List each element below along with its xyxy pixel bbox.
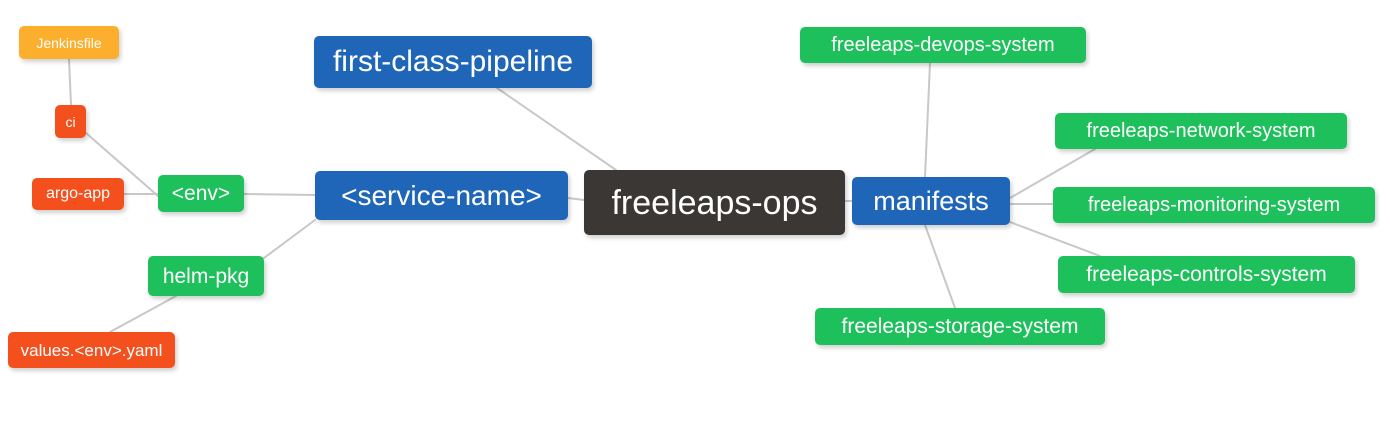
- mindmap-node-freeleaps-controls-system[interactable]: freeleaps-controls-system: [1058, 256, 1355, 293]
- mindmap-node-label: freeleaps-devops-system: [831, 34, 1055, 56]
- mindmap-node-ci[interactable]: ci: [55, 105, 86, 138]
- edge-manifests-to-freeleaps-storage-system: [924, 224, 956, 309]
- mindmap-node-helm-pkg[interactable]: helm-pkg: [148, 256, 264, 296]
- mindmap-node-label: <env>: [171, 182, 231, 205]
- mindmap-node-first-class-pipeline[interactable]: first-class-pipeline: [314, 36, 592, 88]
- mindmap-node-freeleaps-network-system[interactable]: freeleaps-network-system: [1055, 113, 1347, 149]
- mindmap-node-label: freeleaps-controls-system: [1086, 263, 1327, 286]
- mindmap-node-label: manifests: [873, 185, 989, 216]
- mindmap-node-label: argo-app: [45, 185, 111, 202]
- edge-first-class-pipeline-to-freeleaps-ops: [496, 87, 617, 171]
- mindmap-node-freeleaps-ops[interactable]: freeleaps-ops: [584, 170, 845, 235]
- mindmap-node-argo-app[interactable]: argo-app: [32, 178, 124, 210]
- mindmap-node-service-name[interactable]: <service-name>: [315, 171, 568, 220]
- edge-manifests-to-freeleaps-devops-system: [924, 62, 931, 178]
- edge-service-name-to-freeleaps-ops: [567, 197, 585, 201]
- mindmap-node-label: first-class-pipeline: [332, 45, 574, 78]
- edge-helm-pkg-to-values-env-yaml: [109, 295, 177, 333]
- mindmap-node-env[interactable]: <env>: [158, 175, 244, 212]
- mindmap-node-label: freeleaps-storage-system: [841, 315, 1079, 338]
- mindmap-node-values-env-yaml[interactable]: values.<env>.yaml: [8, 332, 175, 368]
- mindmap-node-label: values.<env>.yaml: [20, 340, 163, 360]
- edge-env-to-service-name: [243, 193, 316, 196]
- mindmap-node-label: freeleaps-ops: [611, 183, 818, 222]
- mindmap-node-freeleaps-storage-system[interactable]: freeleaps-storage-system: [815, 308, 1105, 345]
- edge-service-name-to-helm-pkg: [263, 219, 316, 259]
- mindmap-node-label: Jenkinsfile: [36, 34, 102, 51]
- mindmap-node-manifests[interactable]: manifests: [852, 177, 1010, 225]
- mindmap-node-label: freeleaps-monitoring-system: [1087, 194, 1341, 216]
- mindmap-node-label: <service-name>: [341, 179, 542, 211]
- mindmap-node-label: ci: [65, 113, 76, 130]
- edge-manifests-to-freeleaps-controls-system: [1009, 221, 1101, 257]
- edge-jenkinsfile-to-ci: [68, 58, 72, 106]
- mindmap-node-jenkinsfile[interactable]: Jenkinsfile: [19, 26, 119, 59]
- mindmap-node-label: helm-pkg: [162, 264, 250, 288]
- mindmap-node-freeleaps-devops-system[interactable]: freeleaps-devops-system: [800, 27, 1086, 63]
- mindmap-node-freeleaps-monitoring-system[interactable]: freeleaps-monitoring-system: [1053, 187, 1375, 223]
- mindmap-node-label: freeleaps-network-system: [1086, 120, 1316, 142]
